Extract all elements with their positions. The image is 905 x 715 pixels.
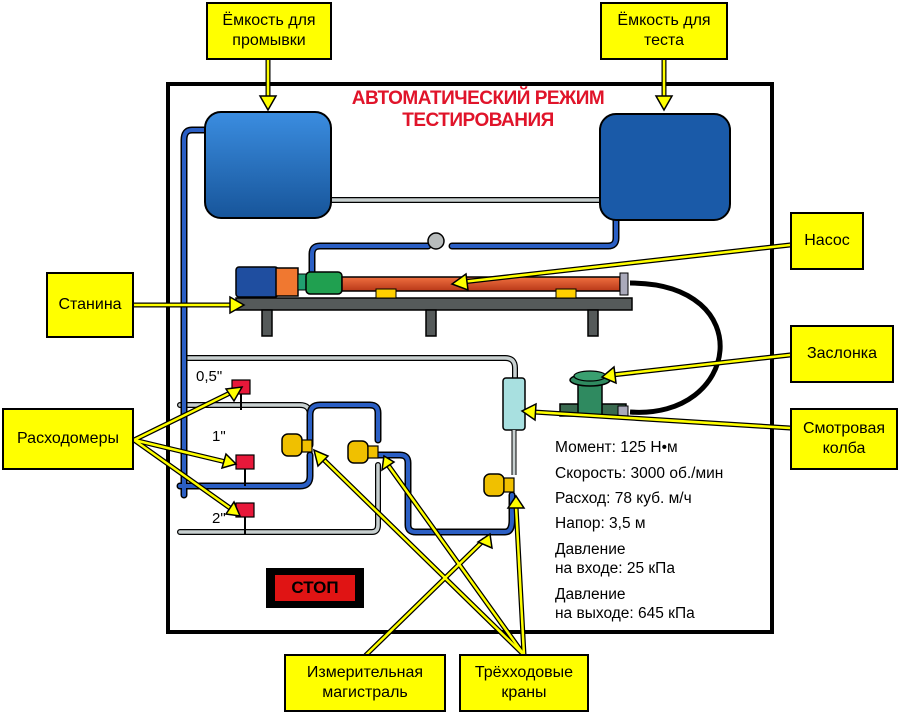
callout-test-tank: Ёмкость для теста	[600, 2, 728, 60]
three-way-valve-2	[347, 440, 379, 464]
sight-glass-icon	[502, 377, 526, 475]
motor-icon	[235, 266, 309, 298]
valve-icon	[559, 370, 629, 417]
callout-pump: Насос	[790, 212, 864, 270]
callout-frame: Станина	[46, 272, 134, 338]
head-readout: Напор: 3,5 м	[555, 515, 646, 532]
callout-flowmeters: Расходомеры	[2, 408, 134, 470]
inlet-pressure-readout: Давление на входе: 25 кПа	[555, 541, 675, 577]
hose	[629, 280, 723, 415]
three-way-valve-1	[281, 433, 313, 457]
flow-readout: Расход: 78 куб. м/ч	[555, 490, 692, 507]
flowmeter-1-icon	[235, 454, 255, 486]
pump-icon	[305, 271, 629, 299]
three-way-valve-3	[483, 473, 515, 497]
callout-wash-tank: Ёмкость для промывки	[206, 2, 332, 60]
outlet-pressure-readout: Давление на выходе: 645 кПа	[555, 586, 695, 622]
callout-arrows	[129, 57, 793, 658]
callout-three-way-valves: Трёхходовые краны	[459, 654, 589, 712]
torque-readout: Момент: 125 Н•м	[555, 439, 678, 456]
stop-button[interactable]: СТОП	[266, 568, 364, 608]
frame-icon	[235, 297, 633, 337]
callout-sight-glass: Смотровая колба	[790, 408, 898, 470]
stop-button-label: СТОП	[273, 573, 357, 603]
flowmeter-size-2: 2"	[212, 510, 226, 527]
flowmeter-2-icon	[235, 502, 255, 534]
aux-pump-icon	[427, 232, 445, 250]
gray-pipes	[177, 197, 603, 535]
flowmeter-size-05: 0,5"	[196, 368, 223, 385]
callout-valve: Заслонка	[790, 325, 894, 383]
wash-tank-icon	[204, 111, 332, 219]
flowmeter-size-1: 1"	[212, 428, 226, 445]
callout-measuring-line: Измерительная магистраль	[284, 654, 446, 712]
speed-readout: Скорость: 3000 об./мин	[555, 465, 724, 482]
page-title: АВТОМАТИЧЕСКИЙ РЕЖИМ ТЕСТИРОВАНИЯ	[351, 88, 605, 131]
test-tank-icon	[599, 113, 731, 221]
